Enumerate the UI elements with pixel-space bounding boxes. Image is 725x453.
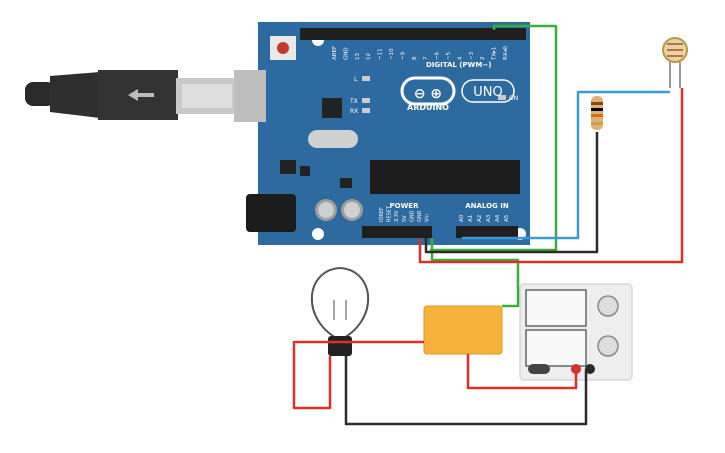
power-pin-label: 5V: [402, 215, 408, 222]
digital-header-label: DIGITAL (PWM~): [426, 61, 491, 69]
red-wire-relay: [466, 354, 578, 390]
current-knob[interactable]: [597, 335, 619, 357]
digital-pin-label: AREF: [332, 46, 338, 60]
led-on-label: ON: [509, 95, 518, 102]
digital-pin-label: 12: [366, 53, 372, 60]
black-wire-gnd: [424, 132, 599, 254]
power-pin-label: RESET: [387, 205, 393, 222]
digital-pin-label: GND: [343, 47, 349, 60]
digital-pin-label: 8: [412, 56, 418, 60]
reset-button[interactable]: [277, 42, 289, 54]
usb-cable: [25, 70, 240, 120]
led-l-label: L: [354, 76, 358, 83]
usb-jack: [234, 70, 266, 122]
crystal: [308, 130, 358, 148]
resistor: [591, 96, 603, 130]
digital-pin-label: 13: [355, 53, 361, 60]
usb-icon: [128, 89, 154, 101]
wires: [292, 24, 684, 426]
negative-terminal: [585, 364, 595, 374]
power-jack: [246, 194, 296, 232]
digital-pin-label: 2: [480, 57, 486, 61]
digital-pin-label: TX▸1: [492, 47, 498, 61]
svg-text:⊖ ⊕: ⊖ ⊕: [414, 86, 442, 102]
power-pin-label: GND: [409, 210, 415, 222]
analog-pin-label: A3: [486, 214, 492, 222]
power-pin-label: IOREF: [379, 207, 385, 222]
analog-pin-label: A2: [477, 215, 483, 222]
analog-pin-label: A1: [468, 215, 474, 222]
led-tx-label: TX: [349, 98, 358, 105]
arduino-brand-label: ARDUINO: [407, 103, 449, 112]
analog-pin-label: A5: [504, 214, 510, 222]
voltage-knob[interactable]: [597, 295, 619, 317]
digital-pin-label: ~11: [378, 48, 384, 60]
arduino-board: ⊖ ⊕: [234, 22, 530, 245]
red-wire-5v: [418, 88, 684, 264]
analog-header: [456, 226, 518, 238]
arduino-model-label: UNO: [473, 85, 502, 100]
relay-module: [423, 305, 503, 355]
power-pin-label: Vin: [425, 214, 431, 222]
digital-pin-label: ~3: [469, 51, 475, 60]
current-display: [525, 329, 587, 367]
power-pin-label: 3.3V: [394, 210, 400, 222]
arduino-logo: [400, 76, 456, 106]
led-rx-label: RX: [350, 108, 358, 115]
digital-pin-label: ~10: [389, 48, 395, 60]
green-wire-digital: [430, 24, 558, 252]
analog-pin-label: A0: [459, 214, 465, 222]
digital-pin-label: ~5: [446, 51, 452, 60]
power-pin-label: GND: [417, 210, 423, 222]
power-label: POWER: [390, 202, 420, 210]
green-wire-relay: [430, 238, 520, 308]
blue-wire: [462, 90, 670, 240]
power-switch[interactable]: [528, 364, 550, 374]
photoresistor: [662, 37, 688, 88]
digital-pin-label: 4: [457, 56, 463, 60]
power-supply: [519, 283, 633, 381]
microcontroller-chip: [370, 160, 520, 194]
power-header: [362, 226, 432, 238]
digital-header: [300, 28, 526, 40]
digital-pin-label: ~9: [400, 51, 406, 60]
light-bulb: [310, 266, 370, 356]
digital-pin-label: RX◂0: [503, 46, 509, 60]
voltage-display: [525, 289, 587, 327]
red-wire-bulb: [292, 340, 424, 410]
black-wire-bulb: [344, 356, 588, 426]
analog-pin-label: A4: [495, 214, 501, 222]
digital-pin-label: 7: [423, 56, 429, 60]
digital-pin-label: ~6: [435, 51, 441, 60]
analog-label: ANALOG IN: [465, 202, 509, 210]
